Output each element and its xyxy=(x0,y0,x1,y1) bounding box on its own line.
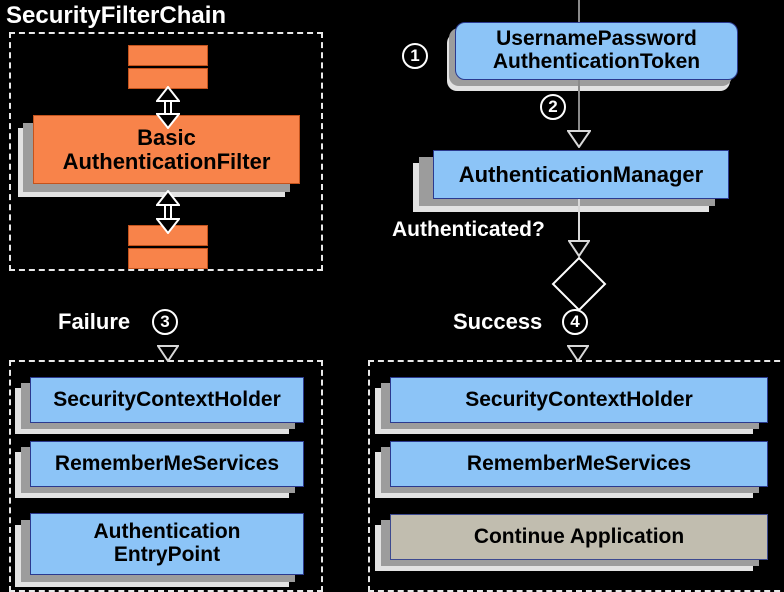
security-filter-chain-group xyxy=(9,32,323,271)
basic-authentication-filter-label-line1: Basic xyxy=(137,124,196,150)
filter-arrow-lower-shaft xyxy=(164,203,172,225)
username-password-token-label-line1: UsernamePassword xyxy=(496,27,697,51)
authentication-manager-node[interactable]: AuthenticationManager xyxy=(433,150,729,199)
failure-remember-me-services-node[interactable]: RememberMeServices xyxy=(30,441,304,487)
step-number-4: 4 xyxy=(562,309,588,335)
authenticated-decision-diamond xyxy=(551,256,607,312)
failure-label: Failure xyxy=(58,309,131,334)
failure-remember-me-services-label: RememberMeServices xyxy=(54,451,280,475)
token-to-manager-line xyxy=(578,80,580,132)
failure-authentication-entry-point-node[interactable]: Authentication EntryPoint xyxy=(30,513,304,575)
failure-group xyxy=(9,360,323,592)
success-remember-me-services-node[interactable]: RememberMeServices xyxy=(390,441,768,487)
incoming-connector-line xyxy=(578,0,580,22)
step-number-1: 1 xyxy=(402,43,428,69)
username-password-token-label-line2: AuthenticationToken xyxy=(492,50,701,73)
success-continue-application-node[interactable]: Continue Application xyxy=(390,514,768,560)
success-security-context-holder-node[interactable]: SecurityContextHolder xyxy=(390,377,768,423)
success-label: Success xyxy=(453,309,543,334)
success-remember-me-services-label: RememberMeServices xyxy=(466,451,692,475)
authentication-manager-label: AuthenticationManager xyxy=(458,161,704,187)
step-number-2: 2 xyxy=(540,94,566,120)
success-continue-application-label: Continue Application xyxy=(473,524,685,548)
filter-arrow-upper-shaft xyxy=(164,98,172,120)
success-group xyxy=(368,360,784,592)
failure-security-context-holder-node[interactable]: SecurityContextHolder xyxy=(30,377,304,423)
basic-authentication-filter-label-line2: AuthenticationFilter xyxy=(62,148,271,174)
filter-bar-above-1 xyxy=(128,45,208,66)
manager-to-diamond-line xyxy=(578,199,580,241)
failure-authentication-entry-point-label-line1: Authentication xyxy=(93,520,241,544)
authenticated-question-label: Authenticated? xyxy=(392,218,545,241)
success-security-context-holder-label: SecurityContextHolder xyxy=(465,387,693,411)
failure-security-context-holder-label: SecurityContextHolder xyxy=(53,387,281,411)
failure-branch-arrow-head xyxy=(157,345,179,362)
success-branch-arrow-head xyxy=(567,345,589,362)
filter-bar-below-2 xyxy=(128,248,208,269)
username-password-authentication-token-node[interactable]: UsernamePassword AuthenticationToken xyxy=(455,22,738,80)
filter-arrow-lower-head-up xyxy=(156,190,180,206)
filter-arrow-upper-head-up xyxy=(156,86,180,102)
security-filter-chain-title: SecurityFilterChain xyxy=(6,2,227,29)
manager-to-diamond-arrow-head xyxy=(568,240,590,257)
filter-arrow-lower-head-down xyxy=(156,218,180,234)
token-to-manager-arrow-head xyxy=(567,130,591,148)
failure-authentication-entry-point-label-line2: EntryPoint xyxy=(113,543,221,566)
filter-arrow-upper-head-down xyxy=(156,113,180,129)
step-number-3: 3 xyxy=(152,309,178,335)
